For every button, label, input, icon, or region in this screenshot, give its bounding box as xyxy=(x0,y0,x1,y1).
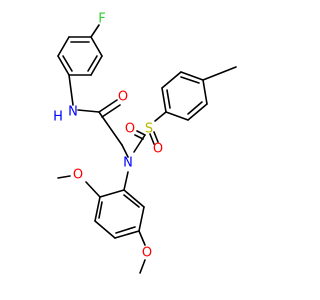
bond-s-o-left-b xyxy=(134,134,144,140)
sulfonyl-oxygen-right-label: O xyxy=(153,142,163,157)
bond xyxy=(161,87,167,113)
bond xyxy=(94,220,116,239)
bond xyxy=(123,189,145,208)
bond xyxy=(180,76,200,84)
fluorophenyl-ring xyxy=(57,36,103,76)
bond xyxy=(166,89,171,109)
bond xyxy=(90,36,103,57)
bond-s-o-right-a xyxy=(149,133,155,145)
bond-n-ring xyxy=(123,171,129,191)
bond-c-o-double-a xyxy=(98,99,118,113)
bond xyxy=(90,55,103,76)
carbonyl-oxygen-label: O xyxy=(118,90,128,105)
amide-nitrogen-label: N xyxy=(68,105,78,120)
bond xyxy=(165,111,189,121)
bond-ring-nh xyxy=(68,74,74,106)
bond-ring-o-top xyxy=(85,181,101,198)
tolyl-ring xyxy=(161,71,208,121)
bond xyxy=(161,71,182,89)
bond xyxy=(115,226,136,234)
bond-c-o-double-b xyxy=(101,104,121,118)
sulfonamide-nitrogen-label: N xyxy=(123,156,133,171)
bond xyxy=(57,55,70,76)
bond-s-o-right-b xyxy=(153,131,159,143)
bond xyxy=(99,189,125,198)
bond-n-s xyxy=(133,134,146,153)
bond xyxy=(98,201,103,219)
bond-s-ring xyxy=(154,111,167,122)
bond xyxy=(123,194,140,208)
dimethoxyphenyl-ring xyxy=(94,189,145,239)
bond xyxy=(180,71,204,81)
bond-o-ch3-bottom xyxy=(139,259,146,274)
methoxy-oxygen-bottom-label: O xyxy=(142,246,152,261)
bond-o-ch3-top xyxy=(57,175,71,179)
molecule-canvas: F N H O N S O O O O xyxy=(53,12,237,274)
bond xyxy=(57,36,70,57)
fluorine-atom-label: F xyxy=(98,12,105,27)
bond xyxy=(202,79,208,105)
amide-hydrogen-label: H xyxy=(53,110,63,125)
bond xyxy=(187,103,208,121)
bond-ring-methyl xyxy=(202,66,237,81)
bond xyxy=(87,55,98,72)
bond xyxy=(114,230,140,239)
bond-s-o-left-a xyxy=(136,130,146,136)
bond xyxy=(94,196,101,222)
bond-ring-o-bottom xyxy=(138,230,146,246)
bond-nh-carbonyl xyxy=(77,109,100,113)
molecule-structure: F N H O N S O O O O xyxy=(53,12,237,274)
bond xyxy=(187,101,203,115)
bond xyxy=(138,206,145,232)
bond xyxy=(62,55,73,72)
bond-carbonyl-ch2 xyxy=(98,111,123,146)
bond-ch2-n xyxy=(121,144,129,158)
sulfur-atom-label: S xyxy=(145,122,153,137)
methoxy-oxygen-top-label: O xyxy=(73,168,83,183)
bond-c-f xyxy=(90,24,100,38)
sulfonyl-oxygen-left-label: O xyxy=(125,122,135,137)
